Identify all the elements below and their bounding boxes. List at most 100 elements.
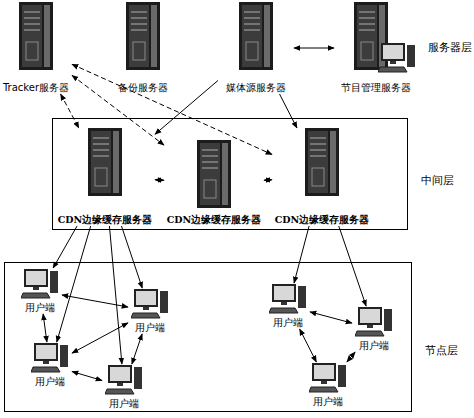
server-node: 节目管理服务器 bbox=[334, 2, 418, 94]
server-node: 媒体源服务器 bbox=[218, 2, 294, 94]
connector bbox=[53, 226, 77, 268]
monitor bbox=[381, 43, 405, 61]
drive-bay bbox=[131, 23, 147, 24]
client-node: 用户端 bbox=[128, 288, 172, 334]
drive-bay bbox=[359, 11, 375, 12]
keyboard bbox=[131, 313, 160, 318]
pc-tower bbox=[384, 309, 392, 331]
connector bbox=[132, 334, 142, 364]
server-front bbox=[22, 5, 42, 67]
node-label: 备份服务器 bbox=[118, 82, 168, 94]
connector bbox=[339, 226, 366, 306]
server-panel bbox=[246, 42, 258, 60]
stand bbox=[43, 361, 49, 364]
server-case bbox=[88, 128, 122, 196]
server-icon bbox=[305, 128, 339, 196]
monitor bbox=[312, 363, 336, 381]
client-node: 用户端 bbox=[28, 342, 72, 388]
node-label: 媒体源服务器 bbox=[226, 82, 286, 94]
node-label: 用户端 bbox=[135, 322, 165, 334]
client-node: 用户端 bbox=[266, 283, 310, 329]
server-node: CDN边缘缓存服务器 bbox=[272, 128, 372, 226]
connector bbox=[72, 372, 102, 381]
pc-tower bbox=[50, 271, 58, 293]
server-front bbox=[357, 5, 377, 67]
screen bbox=[36, 345, 56, 359]
drive-bay bbox=[202, 149, 218, 150]
pc-tower bbox=[338, 365, 346, 387]
node-label: CDN边缘缓存服务器 bbox=[275, 214, 369, 226]
stand bbox=[117, 383, 123, 386]
drive-bay bbox=[359, 23, 375, 24]
connector bbox=[294, 48, 334, 49]
connector bbox=[347, 352, 355, 362]
server-front bbox=[91, 131, 111, 193]
drive-bay bbox=[359, 29, 375, 30]
drive-bay bbox=[244, 29, 260, 30]
server-side bbox=[222, 143, 228, 205]
stand bbox=[33, 287, 39, 290]
keyboard bbox=[355, 331, 384, 336]
server-node: CDN边缘缓存服务器 bbox=[164, 140, 264, 226]
drive-bay bbox=[24, 17, 40, 18]
node-label: CDN边缘缓存服务器 bbox=[58, 214, 152, 226]
connector bbox=[264, 179, 272, 180]
tracker-link bbox=[72, 64, 272, 154]
drive-bay bbox=[24, 11, 40, 12]
computer-icon bbox=[21, 268, 59, 300]
server-icon bbox=[197, 140, 231, 208]
node-label: 用户端 bbox=[359, 340, 389, 352]
keyboard bbox=[21, 293, 50, 298]
connector bbox=[109, 226, 121, 364]
layer-name: 服务器层 bbox=[428, 40, 472, 55]
node-label: 用户端 bbox=[25, 302, 55, 314]
stand bbox=[390, 61, 396, 64]
server-front bbox=[242, 5, 262, 67]
pc-tower bbox=[134, 367, 142, 389]
layer-name: 节点层 bbox=[425, 345, 458, 357]
screen bbox=[274, 286, 294, 300]
drive-bay bbox=[93, 143, 109, 144]
pc-tower bbox=[160, 291, 168, 313]
server-front bbox=[200, 143, 220, 205]
server-case bbox=[19, 2, 53, 70]
server-panel bbox=[361, 42, 373, 60]
server-icon bbox=[88, 128, 122, 196]
computer-icon bbox=[105, 364, 143, 396]
connector bbox=[62, 295, 128, 307]
keyboard bbox=[269, 308, 298, 313]
stand bbox=[367, 325, 373, 328]
computer-icon bbox=[131, 288, 169, 320]
node-label: Tracker服务器 bbox=[3, 82, 69, 94]
node-label: 用户端 bbox=[109, 398, 139, 410]
monitor bbox=[24, 269, 48, 287]
keyboard bbox=[31, 367, 60, 372]
pc-tower bbox=[298, 286, 306, 308]
drive-bay bbox=[310, 149, 326, 150]
layer-band: 中间层CDN边缘缓存服务器CDN边缘缓存服务器CDN边缘缓存服务器 bbox=[52, 118, 408, 230]
drive-bay bbox=[310, 155, 326, 156]
keyboard bbox=[309, 387, 338, 392]
client-node: 用户端 bbox=[352, 306, 396, 352]
drive-bay bbox=[24, 23, 40, 24]
server-icon bbox=[19, 2, 53, 70]
computer-icon bbox=[378, 42, 416, 74]
server-front bbox=[129, 5, 149, 67]
server-side bbox=[44, 5, 50, 67]
drive-bay bbox=[93, 149, 109, 150]
server-front bbox=[308, 131, 328, 193]
drive-bay bbox=[131, 29, 147, 30]
node-label: CDN边缘缓存服务器 bbox=[167, 214, 261, 226]
pc-tower bbox=[60, 345, 68, 367]
computer-icon bbox=[309, 362, 347, 394]
server-node: 备份服务器 bbox=[110, 2, 176, 94]
client-node: 用户端 bbox=[102, 364, 146, 410]
keyboard bbox=[105, 389, 134, 394]
pc-tower bbox=[407, 45, 415, 67]
node-label: 用户端 bbox=[273, 317, 303, 329]
connector bbox=[121, 226, 142, 288]
screen bbox=[383, 45, 403, 59]
client-node: 用户端 bbox=[18, 268, 62, 314]
